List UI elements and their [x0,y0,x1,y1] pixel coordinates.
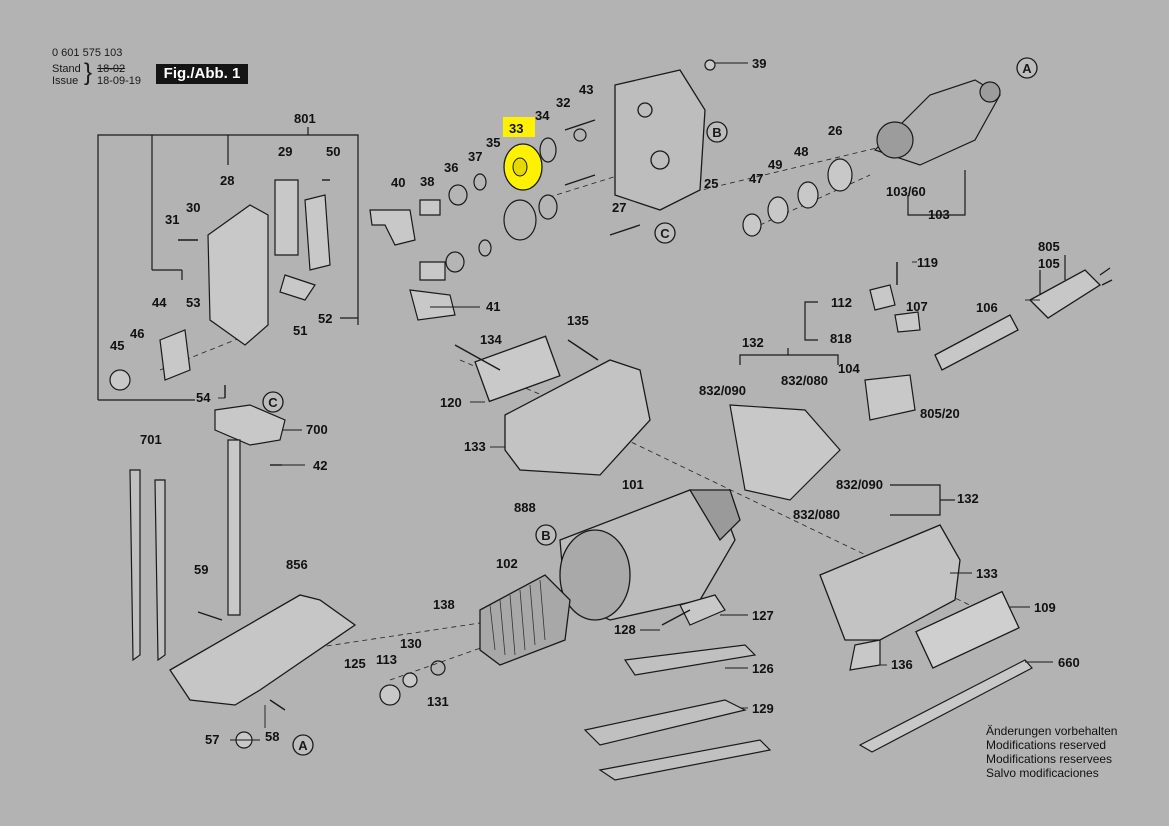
part-label: 133 [976,566,998,581]
part-label: 832/080 [781,373,828,388]
part-label: 130 [400,636,422,651]
callout-a-bottom: A [298,738,308,753]
part-label: 45 [110,338,124,353]
part-label: 120 [440,395,462,410]
part-label: 129 [752,701,774,716]
part-label: 132 [742,335,764,350]
part-label: 101 [622,477,644,492]
part-label: 104 [838,361,860,376]
part-label: 37 [468,149,482,164]
notice-line: Salvo modificaciones [986,766,1099,780]
part-label: 32 [556,95,570,110]
callout-c-top: C [660,226,670,241]
part-label: 138 [433,597,455,612]
part-label: 25 [704,176,718,191]
part-label: 40 [391,175,405,190]
part-label: 26 [828,123,842,138]
part-label: 119 [917,255,938,270]
part-label: 43 [579,82,593,97]
part-label: 107 [906,299,928,314]
part-label: 42 [313,458,327,473]
part-label: 832/090 [836,477,883,492]
part-label: 660 [1058,655,1080,670]
part-label: 126 [752,661,774,676]
notice-line: Modifications reserved [986,738,1107,752]
part-label: 131 [427,694,449,709]
part-label: 700 [306,422,328,437]
part-label: 128 [614,622,636,637]
part-label: 125 [344,656,366,671]
callout-c-left: C [268,395,278,410]
part-label: 134 [480,332,502,347]
part-label: 888 [514,500,536,515]
part-label: 102 [496,556,518,571]
part-label: 57 [205,732,219,747]
part-label: 53 [186,295,200,310]
part-label: 127 [752,608,774,623]
part-label: 52 [318,311,332,326]
part-label: 109 [1034,600,1056,615]
brace-glyph: } [84,59,93,86]
part-label: 49 [768,157,782,172]
callout-b-top: B [712,125,721,140]
figure-badge: Fig./Abb. 1 [156,64,248,84]
part-label: 805/20 [920,406,960,421]
part-label: 31 [165,212,179,227]
part-label: 50 [326,144,340,159]
part-label: 33 [509,121,523,136]
part-label: 38 [420,174,434,189]
stand-value: 18-02 [97,63,126,75]
part-label: 35 [486,135,500,150]
part-label: 112 [831,295,852,310]
part-label: 41 [486,299,500,314]
part-label: 29 [278,144,292,159]
part-label: 27 [612,200,626,215]
part-label: 51 [293,323,307,338]
part-label: 28 [220,173,234,188]
part-label: 46 [130,326,144,341]
part-label: 832/080 [793,507,840,522]
highlighted-gear-33 [503,117,543,191]
part-label: 113 [376,652,397,667]
callout-b-mid: B [541,528,550,543]
part-label: 36 [444,160,458,175]
part-number: 0 601 575 103 [52,47,123,59]
part-label: 135 [567,313,589,328]
part-label: 856 [286,557,308,572]
part-label: 701 [140,432,162,447]
part-label: 34 [535,108,550,123]
part-label: 133 [464,439,486,454]
part-label: 136 [891,657,913,672]
part-label: 44 [152,295,167,310]
part-label: 103/60 [886,184,926,199]
notice-line: Änderungen vorbehalten [986,724,1118,738]
part-label: 39 [752,56,766,71]
stand-label: Stand [52,63,81,75]
part-label: 58 [265,729,279,744]
part-label: 832/090 [699,383,746,398]
part-label: 54 [196,390,211,405]
part-label: 818 [830,331,852,346]
part-label: 801 [294,111,316,126]
part-label: 47 [749,171,763,186]
issue-value: 18-09-19 [97,75,142,87]
part-label: 48 [794,144,808,159]
part-label: 30 [186,200,200,215]
part-label: 59 [194,562,208,577]
issue-label: Issue [52,75,79,87]
part-label: 105 [1038,256,1060,271]
modifications-notice: Änderungen vorbehalten Modifications res… [986,724,1117,780]
notice-line: Modifications reservees [986,752,1113,766]
part-label: 106 [976,300,998,315]
part-label: 132 [957,491,979,506]
part-label: 805 [1038,239,1060,254]
part-label: 103 [928,207,950,222]
callout-a-top: A [1022,61,1032,76]
